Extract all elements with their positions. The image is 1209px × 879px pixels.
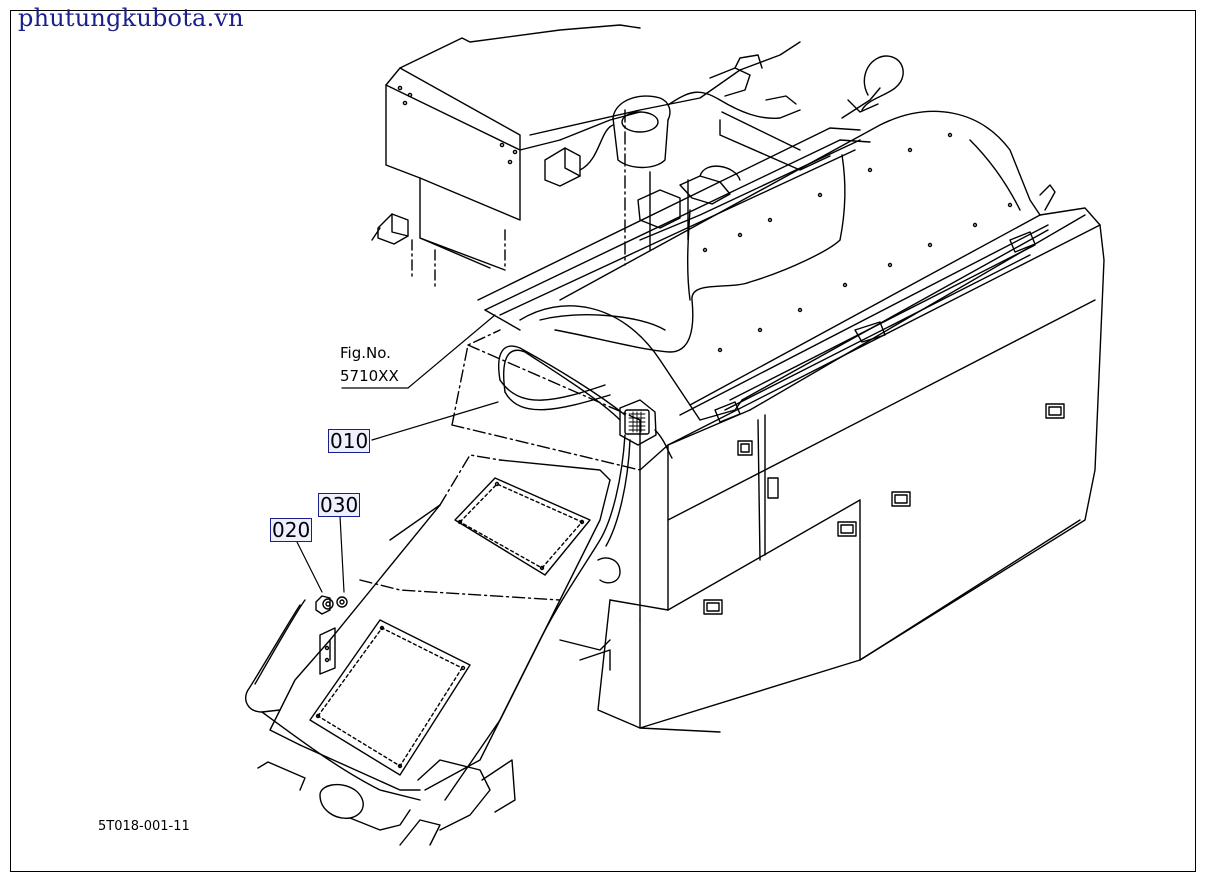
feeder-chute xyxy=(257,454,621,846)
upper-rails xyxy=(477,55,904,331)
callout-030[interactable]: 030 xyxy=(318,493,361,517)
wire-harness xyxy=(244,154,846,801)
grain-tank xyxy=(519,110,1056,423)
figure-ref-label: Fig.No. xyxy=(340,344,391,362)
leader-lines xyxy=(295,314,499,593)
upper-structure xyxy=(544,54,801,266)
cabin-block xyxy=(371,24,801,291)
main-body xyxy=(597,207,1105,733)
site-watermark: phutungkubota.vn xyxy=(18,4,244,32)
drawing-number: 5T018-001-11 xyxy=(98,819,190,834)
work-light xyxy=(619,399,673,459)
front-panel xyxy=(451,329,641,471)
drawing-frame xyxy=(10,10,1196,872)
callout-020[interactable]: 020 xyxy=(270,518,313,542)
fasteners xyxy=(315,595,348,615)
callout-010[interactable]: 010 xyxy=(328,429,371,453)
figure-ref-number: 5710XX xyxy=(340,367,399,385)
